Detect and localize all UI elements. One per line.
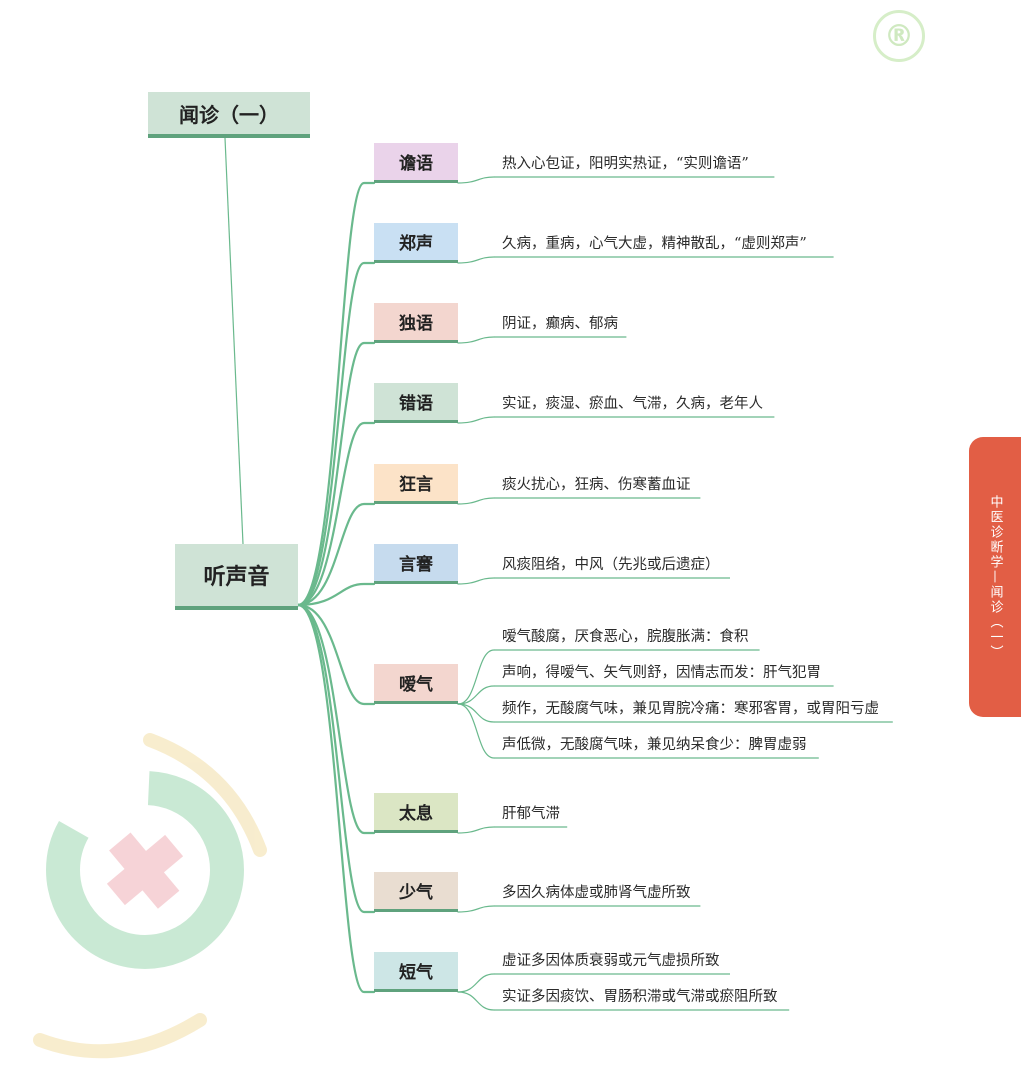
branch-connector [296, 181, 376, 607]
leaf-text: 肝郁气滞 [502, 806, 560, 822]
branch-connector [296, 421, 376, 607]
leaf-connector [457, 973, 495, 993]
leaf-text: 风痰阻络，中风（先兆或后遗症） [502, 557, 720, 573]
leaf-text: 声响，得嗳气、矢气则舒，因情志而发：肝气犯胃 [502, 665, 821, 681]
branch-connector [296, 582, 376, 607]
leaf-connector [457, 905, 495, 913]
branch-node: 太息 [374, 793, 458, 833]
leaf-connector [457, 991, 495, 1011]
leaf-text: 阴证，癫病、郁病 [502, 316, 618, 332]
branch-node: 嗳气 [374, 664, 458, 704]
leaf-text: 久病，重病，心气大虚，精神散乱，“虚则郑声” [502, 236, 807, 252]
leaf-connector [457, 336, 495, 344]
watermark-logo [33, 733, 267, 1059]
branch-node: 谵语 [374, 143, 458, 183]
leaf-connector [457, 649, 495, 705]
leaf-text: 虚证多因体质衰弱或元气虚损所致 [502, 953, 720, 969]
leaf-text: 热入心包证，阳明实热证，“实则谵语” [502, 156, 749, 172]
registered-mark-icon: ® [873, 10, 925, 62]
leaf-text: 实证，痰湿、瘀血、气滞，久病，老年人 [502, 396, 763, 412]
branch-node: 少气 [374, 872, 458, 912]
leaf-connector [457, 826, 495, 834]
diagram-title: 闻诊（一） [148, 92, 310, 138]
leaf-connector [457, 703, 495, 759]
branch-connector [296, 603, 376, 994]
leaf-text: 声低微，无酸腐气味，兼见纳呆食少：脾胃虚弱 [502, 737, 807, 753]
sidebar-label: 中医诊断学—闻诊（一） [987, 494, 1003, 660]
leaf-connector [457, 497, 495, 505]
leaf-connector [457, 703, 495, 723]
leaf-text: 痰火扰心，狂病、伤寒蓄血证 [502, 477, 691, 493]
branch-node: 错语 [374, 383, 458, 423]
leaf-text: 频作，无酸腐气味，兼见胃脘冷痛：寒邪客胃，或胃阳亏虚 [502, 701, 879, 717]
branch-connector [296, 603, 376, 706]
leaf-text: 实证多因痰饮、胃肠积滞或气滞或瘀阻所致 [502, 989, 778, 1005]
branch-node: 狂言 [374, 464, 458, 504]
leaf-connector [457, 176, 495, 184]
branch-node: 言謇 [374, 544, 458, 584]
leaf-connector [457, 416, 495, 424]
branch-connector [296, 502, 376, 607]
leaf-connector [457, 256, 495, 264]
branch-connector [296, 341, 376, 607]
leaf-connector [457, 577, 495, 585]
branch-node: 独语 [374, 303, 458, 343]
leaf-text: 多因久病体虚或肺肾气虚所致 [502, 885, 691, 901]
sidebar-tab[interactable]: 中医诊断学—闻诊（一） [969, 437, 1021, 717]
branch-connector [296, 603, 376, 835]
branch-node: 郑声 [374, 223, 458, 263]
leaf-text: 嗳气酸腐，厌食恶心，脘腹胀满：食积 [502, 629, 749, 645]
root-node: 听声音 [175, 544, 298, 610]
branch-connector [296, 261, 376, 607]
branch-connector [296, 603, 376, 914]
branch-node: 短气 [374, 952, 458, 992]
title-root-connector [224, 137, 244, 545]
connector-lines [224, 137, 893, 1011]
leaf-connector [457, 685, 495, 705]
